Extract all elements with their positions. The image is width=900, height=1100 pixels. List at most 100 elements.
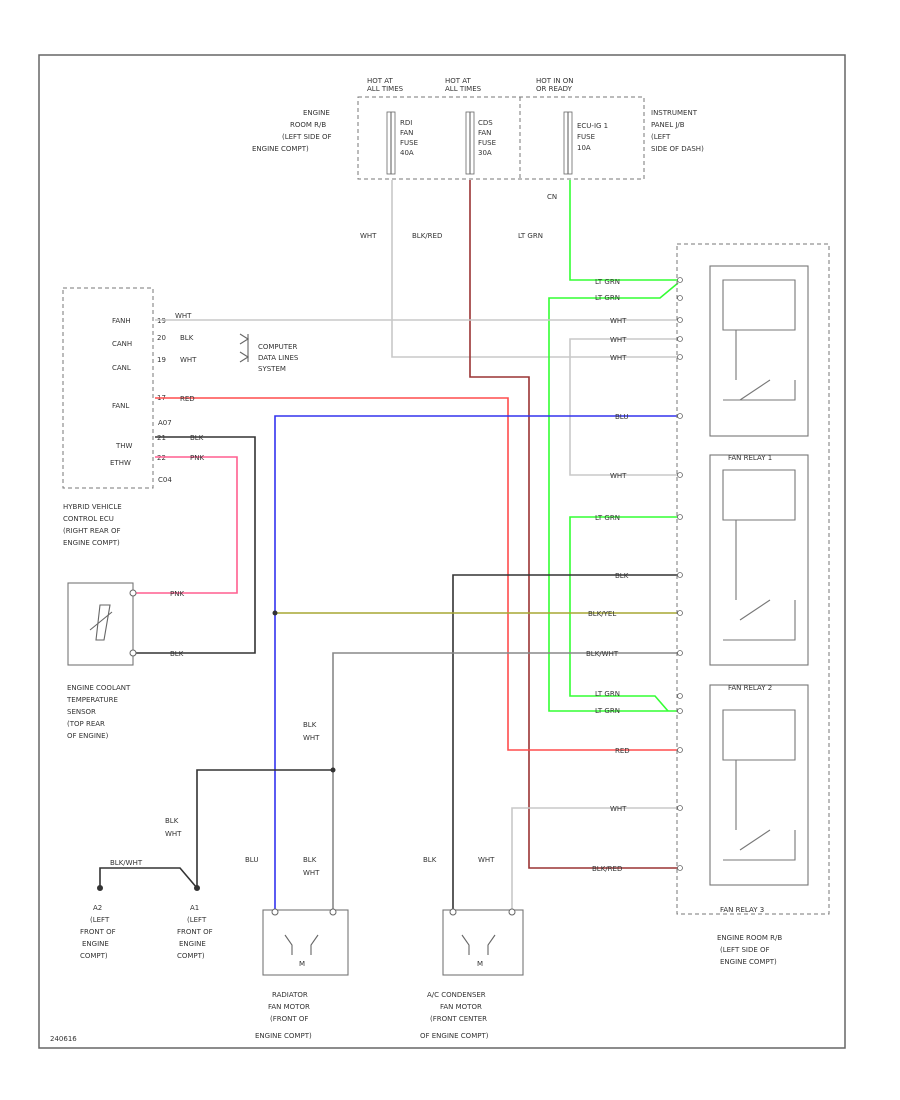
fusebox-left-loc-3: (LEFT SIDE OF	[282, 133, 332, 141]
ecu-pin-fanh: FANH	[112, 317, 131, 325]
ground-a2: A2 (LEFT FRONT OF ENGINE COMPT)	[80, 904, 116, 960]
radiator-fan-motor: M RADIATOR FAN MOTOR (FRONT OF ENGINE CO…	[255, 908, 349, 1040]
ecu-connector-b: C04	[158, 476, 172, 484]
lbl-blk-red-1: BLK/RED	[412, 232, 442, 240]
fuse3-name-1: ECU-IG 1	[577, 122, 608, 130]
ground-a1-5: COMPT)	[177, 952, 205, 960]
wire-pnk-ethw	[135, 456, 238, 594]
ecu-pin-thw: THW	[115, 442, 133, 450]
ecu-pinnum-5: 21	[157, 434, 166, 442]
lbl-wht-r3b: WHT	[610, 336, 627, 344]
hybrid-vehicle-ecu: FANH CANH CANL FANL THW ETHW 19 20 19 17…	[62, 287, 299, 547]
lbl-wht-fanh: WHT	[175, 312, 192, 320]
lbl-blk-red-r2: BLK/RED	[592, 865, 622, 873]
fuse3-hot-line1: HOT IN ON	[536, 77, 574, 85]
fan-relay-3: FAN RELAY 3	[709, 265, 809, 914]
ecu-name-2: CONTROL ECU	[63, 515, 114, 523]
fuse2-name-4: 30A	[478, 149, 492, 157]
fusebox-right-loc-4: SIDE OF DASH)	[651, 145, 704, 153]
fusebox-right-loc-2: PANEL J/B	[651, 121, 685, 129]
fuse1-hot-line1: HOT AT	[367, 77, 394, 85]
sensor-name-4: (TOP REAR	[67, 720, 105, 728]
radiator-motor-symbol: M	[299, 960, 305, 968]
lbl-wht-motor: WHT	[303, 869, 320, 877]
wire-blk-relay1	[452, 574, 678, 910]
lbl-lt-grn-r2b: LT GRN	[595, 707, 620, 715]
lbl-wht-cond: WHT	[478, 856, 495, 864]
ground-a2-4: ENGINE	[82, 940, 109, 948]
ecu-pinnum-3: 19	[157, 356, 166, 364]
sensor-name-3: SENSOR	[67, 708, 96, 716]
wire-blk-ground	[196, 769, 333, 888]
ground-a2-3: FRONT OF	[80, 928, 116, 936]
relay-box-loc-2: (LEFT SIDE OF	[720, 946, 770, 954]
condenser-name-2: FAN MOTOR	[440, 1003, 482, 1011]
ground-a2-dot	[97, 885, 103, 891]
diagram-frame	[38, 54, 846, 1049]
lbl-blk-motor: BLK	[303, 856, 317, 864]
relay2-label: FAN RELAY 2	[728, 684, 772, 692]
fusebox-right-loc-1: INSTRUMENT	[651, 109, 698, 117]
lbl-wht-r1a: WHT	[610, 472, 627, 480]
lbl-wht-r3a: WHT	[610, 317, 627, 325]
lbl-blk-cond: BLK	[423, 856, 437, 864]
lbl-lt-grn-r1: LT GRN	[595, 514, 620, 522]
fuse3-name-3: 10A	[577, 144, 591, 152]
wire-lt-grn-bus	[548, 282, 679, 712]
ecu-connector-a: A07	[158, 419, 172, 427]
fuse2-hot-line1: HOT AT	[445, 77, 472, 85]
fuse2-hot-line2: ALL TIMES	[445, 85, 482, 93]
lbl-lt-grn-r3a: LT GRN	[595, 278, 620, 286]
radiator-name-3: (FRONT OF	[270, 1015, 308, 1023]
lbl-red-r2: RED	[615, 747, 630, 755]
ecu-pin-fanl: FANL	[112, 402, 129, 410]
lbl-wht-1: WHT	[360, 232, 377, 240]
wire-lt-grn-relay1	[569, 516, 678, 712]
fan-relay-2: FAN RELAY 2	[709, 684, 809, 886]
ecu-pinnum-2: 20	[157, 334, 166, 342]
fuse1-name-3: FUSE	[400, 139, 418, 147]
fuse1-hot-line2: ALL TIMES	[367, 85, 404, 93]
fuse3-hot-line2: OR READY	[536, 85, 573, 93]
fuse-cds-fan: HOT AT ALL TIMES CDS FAN FUSE 30A	[445, 77, 496, 175]
ecu-pinnum-6: 22	[157, 454, 166, 462]
ecu-pin-ethw: ETHW	[110, 459, 131, 467]
lbl-blu-r3: BLU	[615, 413, 628, 421]
lbl-blk-wht-r1: BLK/WHT	[586, 650, 619, 658]
wire-wht-relay2	[511, 807, 678, 910]
fuse2-name-1: CDS	[478, 119, 493, 127]
ecu-name-3: (RIGHT REAR OF	[63, 527, 121, 535]
lbl-blk-wht-gnd: BLK/WHT	[110, 859, 143, 867]
lbl-blk-r1: BLK	[615, 572, 629, 580]
ground-a1: A1 (LEFT FRONT OF ENGINE COMPT)	[177, 904, 213, 960]
sensor-name-1: ENGINE COOLANT	[67, 684, 131, 692]
condenser-name-1: A/C CONDENSER	[427, 991, 486, 999]
condenser-motor-symbol: M	[477, 960, 483, 968]
wire-blk-red-fuse2	[469, 180, 678, 869]
wire-blk-wht-ground	[99, 867, 198, 889]
condenser-name-3: (FRONT CENTER	[430, 1015, 487, 1023]
radiator-name-1: RADIATOR	[272, 991, 308, 999]
lbl-blk-sensor: BLK	[170, 650, 184, 658]
fuse1-name-4: 40A	[400, 149, 414, 157]
relay3-label: FAN RELAY 3	[720, 906, 764, 914]
relay1-label: FAN RELAY 1	[728, 454, 772, 462]
lbl-pnk-ethw: PNK	[190, 454, 204, 462]
lbl-lt-grn-r3b: LT GRN	[595, 294, 620, 302]
wire-blk-wht	[332, 652, 678, 910]
fuse2-name-2: FAN	[478, 129, 491, 137]
engine-coolant-temp-sensor: ENGINE COOLANT TEMPERATURE SENSOR (TOP R…	[66, 582, 137, 740]
ground-a2-2: (LEFT	[90, 916, 110, 924]
ground-a1-3: FRONT OF	[177, 928, 213, 936]
lbl-wht-canl: WHT	[180, 356, 197, 364]
ecu-pin-canh: CANH	[112, 340, 132, 348]
lbl-blk-canh: BLK	[180, 334, 194, 342]
data-lines-1: COMPUTER	[258, 343, 297, 351]
splice-2	[330, 767, 336, 773]
ecu-pinnum-1: 19	[157, 317, 166, 325]
fuse2-name-3: FUSE	[478, 139, 496, 147]
wire-wht-fuse1	[391, 180, 678, 358]
ground-a1-1: A1	[190, 904, 199, 912]
fuse1-name-1: RDI	[400, 119, 412, 127]
engine-room-relay-box: FAN RELAY 3 FAN RELAY 1 FAN RELAY 2 ENGI…	[676, 243, 830, 966]
